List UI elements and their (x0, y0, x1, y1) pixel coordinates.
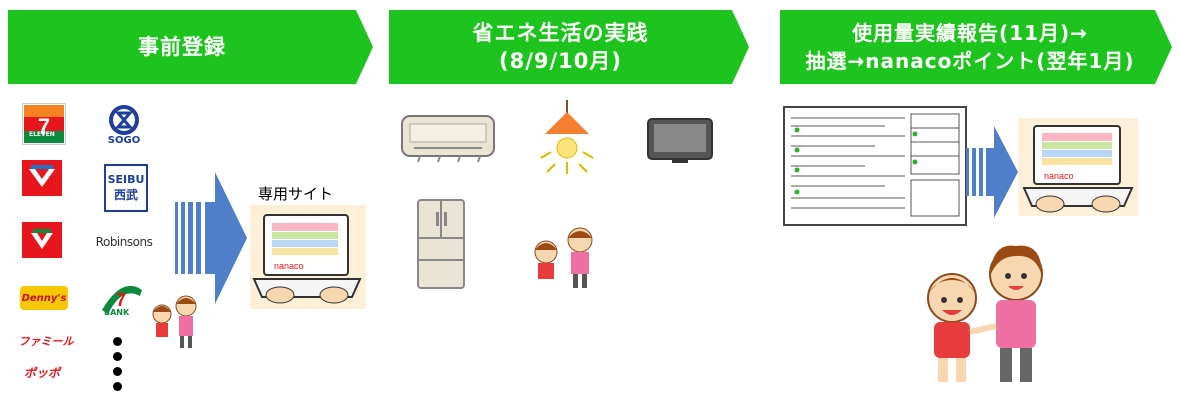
robinsons-logo: Robinsons (90, 232, 158, 252)
banner-arrow-shape (8, 10, 373, 84)
blue-arrow-icon (966, 126, 1018, 218)
laptop-illustration: nanaco (1018, 118, 1138, 216)
poppo-logo: ポッポ (20, 362, 64, 382)
banner-registration: 事前登録 (8, 10, 373, 84)
family-mascot-icon (152, 295, 197, 348)
dennys-logo: Denny's (20, 286, 68, 310)
television-icon (647, 118, 713, 163)
seibu-logo: SEIBU 西武 (104, 164, 148, 212)
ellipsis-dot (113, 337, 122, 346)
banner-title-line1: 省エネ生活の実践 (472, 21, 649, 45)
seven-eleven-logo: 7 ELEVEN (22, 103, 66, 145)
seibu-text-top: SEIBU (107, 173, 145, 186)
laptop-screen-text: nanaco (274, 261, 304, 271)
banner-report-lottery: 使用量実績報告(11月)→ 抽選→nanacoポイント(翌年1月) (780, 10, 1172, 84)
air-conditioner-icon (401, 115, 495, 163)
laptop-screen-text: nanaco (1044, 171, 1074, 181)
banner-arrow-shape (780, 10, 1172, 84)
banner-title-line2: (8/9/10月) (499, 49, 622, 73)
banner-title-line2: 抽選→nanacoポイント(翌年1月) (805, 49, 1135, 73)
york-benimaru-logo (22, 222, 62, 258)
dennys-text: Denny's (21, 292, 67, 304)
laptop-illustration: nanaco (250, 205, 366, 309)
ceiling-light-icon (540, 100, 594, 174)
familymart-text: ファミール (18, 335, 74, 348)
poppo-text: ポッポ (23, 365, 60, 380)
electricity-bill-document (783, 106, 967, 226)
ellipsis-dot (113, 382, 122, 391)
family-mascot-large-icon (927, 245, 1043, 382)
banner-title-line1: 事前登録 (138, 35, 226, 59)
banner-title-line1: 使用量実績報告(11月)→ (852, 21, 1088, 45)
familymart-logo: ファミール (18, 332, 74, 350)
seibu-text-bottom: 西武 (113, 188, 138, 202)
seven-bank-logo: 7 BANK (100, 280, 144, 322)
robinsons-text: Robinsons (95, 235, 153, 249)
banner-arrow-shape (389, 10, 749, 84)
svg-text:7: 7 (38, 114, 50, 139)
ellipsis-dot (113, 352, 122, 361)
sogo-text: SOGO (107, 134, 141, 146)
refrigerator-icon (417, 199, 465, 289)
seven-eleven-text: ELEVEN (29, 131, 55, 138)
family-mascot-icon (534, 227, 593, 288)
bank-text: BANK (104, 308, 130, 317)
svg-text:7: 7 (116, 290, 126, 310)
ito-yokado-logo (22, 160, 62, 196)
banner-energy-saving: 省エネ生活の実践 (8/9/10月) (389, 10, 749, 84)
ellipsis-dot (113, 367, 122, 376)
sogo-logo: SOGO (104, 100, 144, 150)
site-caption: 専用サイト (258, 185, 334, 203)
blue-arrow-icon (175, 172, 247, 304)
